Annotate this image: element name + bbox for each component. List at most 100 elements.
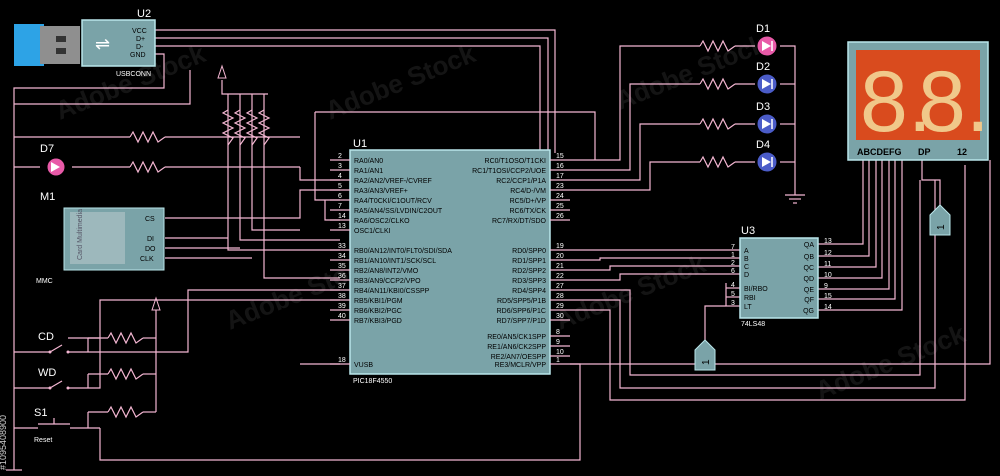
cd-label: CD xyxy=(38,331,54,343)
u3-pin-label: QG xyxy=(803,308,814,315)
resistor xyxy=(129,130,166,144)
usb-chip-body xyxy=(81,19,156,67)
u2-ref: U2 xyxy=(137,8,151,20)
resistor xyxy=(107,331,144,345)
u1-pin-number: 14 xyxy=(338,213,346,220)
d7-ref: D7 xyxy=(40,143,54,155)
u1-pin-number: 27 xyxy=(556,283,564,290)
u1-pin-label: RB5/KBI1/PGM xyxy=(354,298,403,305)
u3-pin-label: BI/RBO xyxy=(744,286,768,293)
u3-pin-label: QB xyxy=(804,254,814,261)
u3-pin-label: B xyxy=(744,256,749,263)
mmc-pin: DI xyxy=(147,236,154,243)
u1-pin-number: 13 xyxy=(338,223,346,230)
led-ref: D4 xyxy=(756,139,770,151)
u1-part: PIC18F4550 xyxy=(353,378,392,385)
u1-pin-label: RB7/KBI3/PGD xyxy=(354,318,402,325)
decoder-u3: U3 74LS48 7A1B2C6D4BI/RBO5RBI3LT13QA12QB… xyxy=(731,225,832,328)
u3-pin-label: C xyxy=(744,264,749,271)
u1-pin-number: 26 xyxy=(556,213,564,220)
resistor xyxy=(699,155,736,169)
u1-pin-number: 24 xyxy=(556,193,564,200)
m1-part: MMC xyxy=(36,278,53,285)
u1-pin-label: RE0/AN5/CK1SPP xyxy=(487,334,546,341)
u1-pin-number: 23 xyxy=(556,183,564,190)
u1-pin-number: 34 xyxy=(338,253,346,260)
power-tag xyxy=(929,204,951,236)
u1-pin-number: 7 xyxy=(338,203,342,210)
u3-pin-number: 2 xyxy=(731,260,735,267)
u1-pin-number: 3 xyxy=(338,163,342,170)
u1-pin-label: RD2/SPP2 xyxy=(512,268,546,275)
u1-pin-number: 18 xyxy=(338,357,346,364)
resistor xyxy=(107,367,144,381)
u1-pin-label: RD3/SPP3 xyxy=(512,278,546,285)
mcu-u1: U1 PIC18F4550 2RA0/AN03RA1/AN14RA2/AN2/V… xyxy=(330,138,570,385)
u3-pin-number: 5 xyxy=(731,291,735,298)
u2-part: USBCONN xyxy=(116,71,151,78)
watermark-text: Adobe Stock xyxy=(611,28,770,116)
u1-pin-label: RA6/OSC2/CLKO xyxy=(354,218,410,225)
u1-pin-label: RD1/SPP1 xyxy=(512,258,546,265)
power-tag-label: 1 xyxy=(701,359,712,365)
u1-pin-number: 9 xyxy=(556,339,560,346)
u1-pin-number: 37 xyxy=(338,283,346,290)
watermark-text: Adobe Stock xyxy=(811,318,970,406)
display-face xyxy=(856,50,980,140)
u1-pin-label: RB4/AN11/KBI0/CSSPP xyxy=(354,288,430,295)
u1-pin-label: VUSB xyxy=(354,362,373,369)
display-digit: 8. xyxy=(860,54,932,150)
usb-plug-shell xyxy=(14,24,44,66)
u3-body xyxy=(739,237,819,319)
u3-pin-number: 14 xyxy=(824,304,832,311)
u1-pin-number: 35 xyxy=(338,263,346,270)
usb-pin: VCC xyxy=(132,28,147,35)
u1-pin-label: RC1/T1OSI/CCP2/UOE xyxy=(472,168,546,175)
resistor xyxy=(699,117,736,131)
resistor xyxy=(699,77,736,91)
u1-pin-label: RD4/SPP4 xyxy=(512,288,546,295)
mmc-card: Card Multimedia CS DI DO CLK M1 MMC xyxy=(36,191,165,285)
u1-pin-label: RC7/RX/DT/SDO xyxy=(492,218,547,225)
u3-pin-label: QC xyxy=(804,265,815,272)
u1-pin-number: 6 xyxy=(338,193,342,200)
u3-pin-number: 4 xyxy=(731,282,735,289)
u3-pin-number: 15 xyxy=(824,293,832,300)
led-ref: D3 xyxy=(756,101,770,113)
u1-pin-number: 8 xyxy=(556,329,560,336)
power-tag-label: 1 xyxy=(936,224,947,230)
u1-pin-number: 19 xyxy=(556,243,564,250)
u1-pin-label: RC2/CCP1/P1A xyxy=(496,178,546,185)
u3-pin-number: 11 xyxy=(824,261,831,268)
mmc-pin: DO xyxy=(145,246,156,253)
usb-connector: ⇌ VCC D+ D- GND U2 USBCONN xyxy=(14,8,156,78)
display-12-label: 12 xyxy=(957,147,967,157)
u1-pin-label: RC6/TX/CK xyxy=(509,208,546,215)
u1-pin-number: 29 xyxy=(556,303,564,310)
u3-pin-label: QA xyxy=(804,242,814,249)
led-ref: D2 xyxy=(756,61,770,73)
u3-pin-number: 7 xyxy=(731,244,735,251)
ground-icon xyxy=(785,194,805,204)
u1-pin-number: 25 xyxy=(556,203,564,210)
mmc-card-label: Card Multimedia xyxy=(77,209,84,260)
led-arrow-icon xyxy=(762,41,771,51)
u1-pin-number: 17 xyxy=(556,173,564,180)
u3-pin-number: 3 xyxy=(731,300,735,307)
u1-pin-label: RD6/SPP6/P1C xyxy=(497,308,546,315)
usb-plug-metal xyxy=(40,26,80,64)
u1-pin-label: RC4/D-/VM xyxy=(510,188,546,195)
u3-pin-label: LT xyxy=(744,304,752,311)
u1-pin-label: RD5/SPP5/P1B xyxy=(497,298,546,305)
led-ref: D1 xyxy=(756,23,770,35)
u1-pin-number: 2 xyxy=(338,153,342,160)
u3-ref: U3 xyxy=(741,225,755,237)
u3-pin-label: QD xyxy=(804,276,815,283)
u3-pin-label: RBI xyxy=(744,295,756,302)
m1-ref: M1 xyxy=(40,191,55,203)
usb-pin: D+ xyxy=(136,36,145,43)
led-arrow-icon xyxy=(762,157,771,167)
u1-pin-number: 28 xyxy=(556,293,564,300)
